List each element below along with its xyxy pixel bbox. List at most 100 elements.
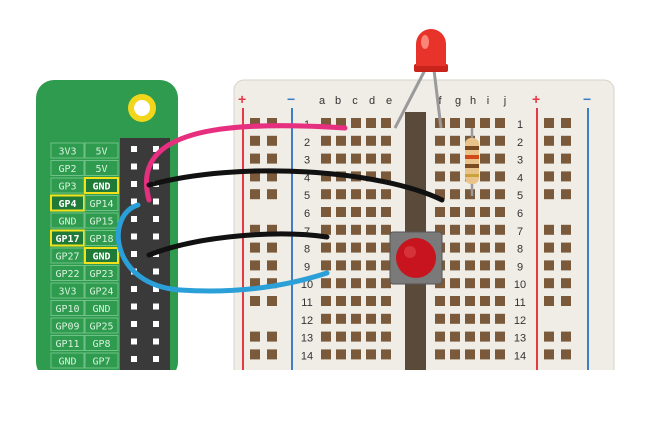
breadboard-hole — [480, 153, 490, 164]
breadboard-hole — [336, 349, 346, 360]
breadboard-hole — [435, 296, 445, 306]
row-label-right: 3 — [517, 155, 523, 167]
column-label: h — [470, 95, 476, 107]
breadboard-hole — [351, 260, 361, 271]
pin-label: GP10 — [55, 304, 79, 315]
rail-hole — [544, 242, 554, 253]
rail-hole — [544, 296, 554, 306]
pin-label-box — [50, 282, 85, 299]
row-label-left: 2 — [304, 137, 310, 149]
pin-label: GP17 — [55, 234, 79, 245]
breadboard-hole — [336, 296, 346, 306]
breadboard-hole — [351, 135, 361, 146]
breadboard-hole — [381, 224, 391, 235]
breadboard-hole — [351, 278, 361, 289]
breadboard-hole — [480, 278, 490, 289]
pin-label: GP24 — [89, 287, 113, 298]
breadboard-hole — [381, 242, 391, 253]
pin-label: GP09 — [55, 322, 79, 333]
breadboard-hole — [366, 207, 376, 217]
mounting-hole — [134, 100, 150, 116]
rail-hole — [250, 153, 260, 164]
pin-label: GND — [58, 217, 76, 228]
rail-hole — [544, 278, 554, 289]
breadboard-hole — [336, 313, 346, 324]
pin-label-box — [50, 160, 85, 176]
rail-hole — [561, 260, 571, 271]
row-label-right: 8 — [517, 244, 523, 256]
led — [393, 29, 448, 129]
breadboard-hole — [480, 242, 490, 253]
breadboard-hole — [381, 260, 391, 271]
breadboard-hole — [321, 135, 331, 146]
pin-label-box — [84, 177, 119, 194]
rail-hole — [267, 242, 277, 253]
row-label-right: 5 — [517, 190, 523, 202]
rail-hole — [250, 296, 260, 306]
breadboard-hole — [480, 331, 490, 342]
rail-hole — [267, 260, 277, 271]
row-label-right: 9 — [517, 261, 523, 273]
breadboard-hole — [480, 296, 490, 306]
pin-label-box — [84, 142, 119, 159]
row-label-right: 14 — [514, 350, 526, 362]
breadboard-hole — [450, 224, 460, 235]
breadboard-hole — [351, 224, 361, 235]
breadboard-hole — [495, 135, 505, 146]
wire-pink-gp4 — [144, 123, 348, 203]
row-label-left: 5 — [304, 190, 310, 202]
pin-label-box — [84, 195, 119, 211]
gpio-pin — [153, 216, 159, 222]
breadboard-hole — [336, 207, 346, 217]
breadboard-hole — [465, 296, 475, 306]
rail-hole — [250, 171, 260, 182]
breadboard-hole — [336, 242, 346, 253]
pin-label-box — [84, 300, 119, 316]
rail-hole — [561, 242, 571, 253]
breadboard-hole — [450, 313, 460, 324]
rail-hole — [250, 278, 260, 289]
breadboard-hole — [465, 260, 475, 271]
gpio-pin — [131, 233, 137, 240]
gpio-pin — [153, 233, 159, 240]
row-label-left: 3 — [304, 155, 310, 167]
rail-hole — [267, 153, 277, 164]
breadboard-hole — [336, 118, 346, 128]
pin-label: 5V — [95, 164, 107, 175]
row-label-right: 12 — [514, 315, 526, 327]
gpio-pin — [153, 303, 159, 310]
breadboard-hole — [336, 224, 346, 235]
breadboard-hole — [435, 171, 445, 182]
breadboard-hole — [381, 207, 391, 217]
rail-hole — [544, 224, 554, 235]
pin-label: GP15 — [89, 217, 113, 228]
row-label-right: 11 — [514, 297, 525, 309]
gpio-pin — [131, 163, 137, 170]
breadboard-hole — [381, 313, 391, 324]
breadboard-hole — [366, 118, 376, 128]
rail-hole — [250, 260, 260, 271]
breadboard-hole — [495, 260, 505, 271]
rail-hole — [544, 153, 554, 164]
breadboard-hole — [336, 331, 346, 342]
row-label-right: 6 — [517, 208, 523, 220]
rail-hole — [544, 135, 554, 146]
rail-plus-label-left: + — [238, 91, 246, 107]
breadboard-hole — [351, 349, 361, 360]
breadboard-hole — [381, 153, 391, 164]
column-label: f — [438, 95, 442, 107]
pin-label-box — [50, 229, 85, 247]
breadboard-hole — [495, 242, 505, 253]
rail-hole — [250, 189, 260, 200]
pin-label: GP23 — [89, 269, 113, 280]
column-label: e — [386, 95, 392, 107]
rail-hole — [561, 118, 571, 128]
pin-label-box — [50, 317, 85, 334]
rail-hole — [267, 331, 277, 342]
breadboard-hole — [366, 331, 376, 342]
resistor — [465, 128, 479, 196]
gpio-pin — [131, 321, 137, 327]
